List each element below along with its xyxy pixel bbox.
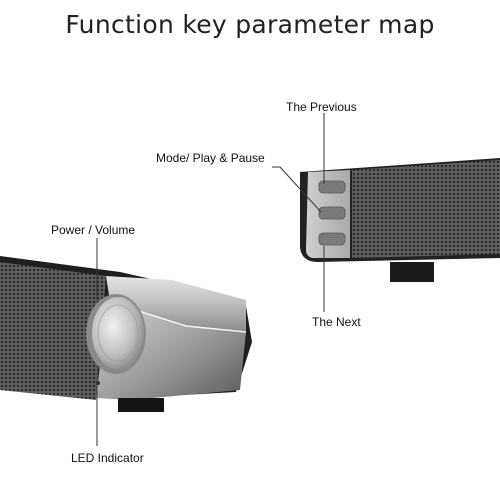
label-the-previous: The Previous: [286, 100, 357, 114]
power-volume-knob-icon: [86, 294, 146, 374]
next-button-icon: [318, 232, 346, 246]
speaker-left-end: [0, 256, 252, 412]
led-indicator-icon: [96, 381, 100, 385]
leader-lines: [96, 113, 325, 446]
label-led-indicator: LED Indicator: [71, 451, 144, 465]
label-mode-play-pause: Mode/ Play & Pause: [156, 151, 265, 165]
mode-play-pause-button-icon: [318, 206, 346, 220]
label-power-volume: Power / Volume: [51, 223, 136, 237]
speaker-right-end: [300, 158, 500, 282]
previous-button-icon: [318, 180, 346, 194]
label-the-next: The Next: [312, 315, 361, 329]
page-title: Function key parameter map: [65, 10, 435, 39]
